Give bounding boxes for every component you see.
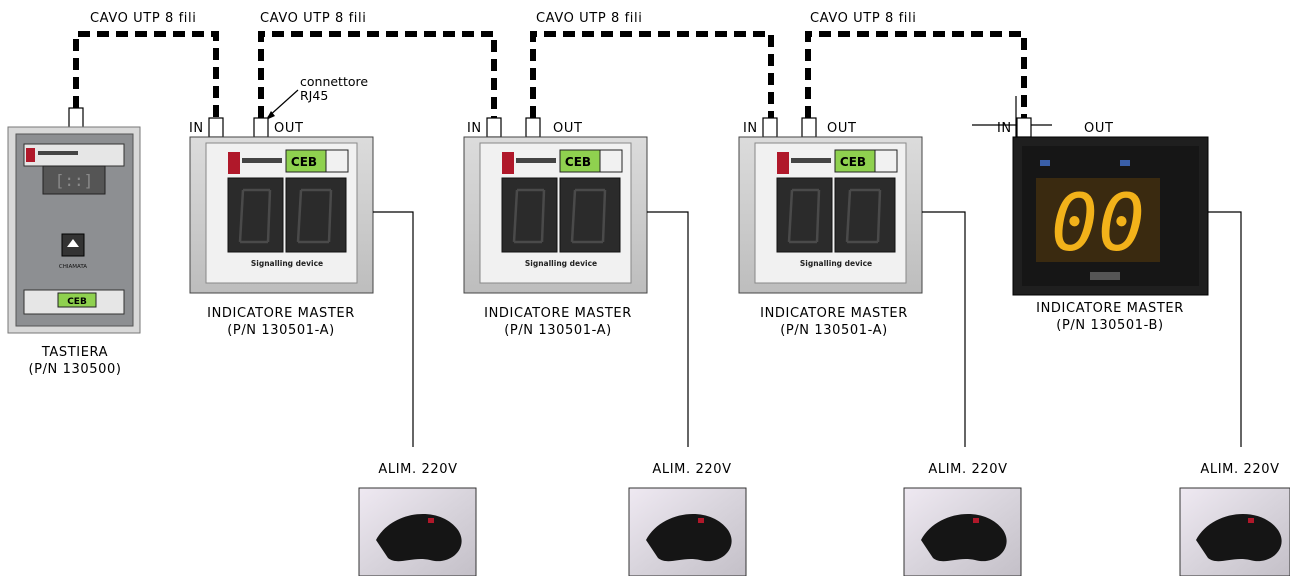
- cable-master-3-to-master-4: CAVO UTP 8 fili: [805, 11, 1027, 118]
- svg-text:CEB: CEB: [291, 155, 317, 169]
- panel-caption: Signalling device: [800, 259, 872, 268]
- led-display: [1036, 178, 1160, 262]
- indicator-master-1: IN OUT CEB Signalling device INDICATORE …: [189, 117, 414, 447]
- cable-label: CAVO UTP 8 fili: [90, 11, 196, 26]
- svg-text:CEB: CEB: [840, 155, 866, 169]
- brand-logo-icon: [26, 148, 35, 162]
- indicator-name: INDICATORE MASTER: [207, 306, 355, 321]
- power-label: ALIM. 220V: [652, 462, 731, 477]
- power-adapter-icon: [1196, 513, 1282, 562]
- port-out-label: OUT: [827, 121, 857, 136]
- power-supply-1: ALIM. 220V: [358, 462, 477, 576]
- port-in-label: IN: [467, 121, 482, 136]
- cable-keypad-to-master-1: CAVO UTP 8 fili: [73, 11, 219, 118]
- brand-badge: [57, 292, 97, 308]
- panel-caption: Signalling device: [525, 259, 597, 268]
- power-adapter-icon: [376, 513, 462, 562]
- keypad-part-number: (P/N 130500): [28, 362, 121, 377]
- port-out-label: OUT: [1084, 121, 1114, 136]
- indicator-name: INDICATORE MASTER: [484, 306, 632, 321]
- cable-master-1-to-master-2: CAVO UTP 8 fili: [258, 11, 497, 118]
- svg-text:CEB: CEB: [67, 297, 87, 307]
- port-out-label: OUT: [274, 121, 304, 136]
- power-label: ALIM. 220V: [928, 462, 1007, 477]
- cable-master-2-to-master-3: CAVO UTP 8 fili: [530, 11, 774, 118]
- cable-label: CAVO UTP 8 fili: [536, 11, 642, 26]
- power-adapter-icon: [921, 513, 1007, 562]
- power-supply-4: ALIM. 220V: [1179, 462, 1290, 576]
- power-label: ALIM. 220V: [378, 462, 457, 477]
- indicator-master-3: IN OUT CEB Signalling device INDICATORE …: [738, 117, 966, 447]
- power-supply-2: ALIM. 220V: [628, 462, 747, 576]
- keypad-display: [42, 165, 106, 195]
- port-in-label: IN: [189, 121, 204, 136]
- brand-logo-icon: [228, 152, 240, 174]
- port-in: [1016, 117, 1032, 138]
- connector-note: connettore RJ45: [266, 74, 368, 120]
- port-out: [801, 117, 817, 138]
- keypad-device: [::] CHIAMATA CEB TASTIERA (P/N 130500): [7, 107, 141, 377]
- keypad-port: [68, 107, 84, 129]
- port-in: [486, 117, 502, 138]
- power-adapter-icon: [646, 513, 732, 562]
- svg-text:[::]: [::]: [55, 171, 94, 190]
- port-out: [525, 117, 541, 138]
- brand-logo-icon: [502, 152, 514, 174]
- port-in: [208, 117, 224, 138]
- port-in-label: IN: [743, 121, 758, 136]
- port-out: [253, 117, 269, 138]
- port-out-label: OUT: [553, 121, 583, 136]
- indicator-part-number: (P/N 130501-A): [227, 323, 335, 338]
- cable-label: CAVO UTP 8 fili: [260, 11, 366, 26]
- connector-note-line2: RJ45: [300, 88, 328, 103]
- power-label: ALIM. 220V: [1200, 462, 1279, 477]
- indicator-part-number: (P/N 130501-B): [1056, 318, 1163, 333]
- keypad-name: TASTIERA: [41, 345, 108, 360]
- connector-note-line1: connettore: [300, 74, 368, 89]
- panel-caption: Signalling device: [251, 259, 323, 268]
- cable-label: CAVO UTP 8 fili: [810, 11, 916, 26]
- svg-text:CEB: CEB: [565, 155, 591, 169]
- call-button-label: CHIAMATA: [59, 264, 87, 270]
- led-digits: 00: [1051, 179, 1145, 269]
- indicator-name: INDICATORE MASTER: [1036, 301, 1184, 316]
- indicator-master-4: IN OUT 00 INDICATORE MASTER (P/N 130501-…: [972, 96, 1242, 447]
- port-in-label: IN: [997, 121, 1012, 136]
- indicator-part-number: (P/N 130501-A): [780, 323, 888, 338]
- brand-logo-icon: [777, 152, 789, 174]
- port-in: [762, 117, 778, 138]
- indicator-part-number: (P/N 130501-A): [504, 323, 612, 338]
- indicator-master-2: IN OUT CEB Signalling device INDICATORE …: [463, 117, 689, 447]
- indicator-name: INDICATORE MASTER: [760, 306, 908, 321]
- power-supply-3: ALIM. 220V: [903, 462, 1022, 576]
